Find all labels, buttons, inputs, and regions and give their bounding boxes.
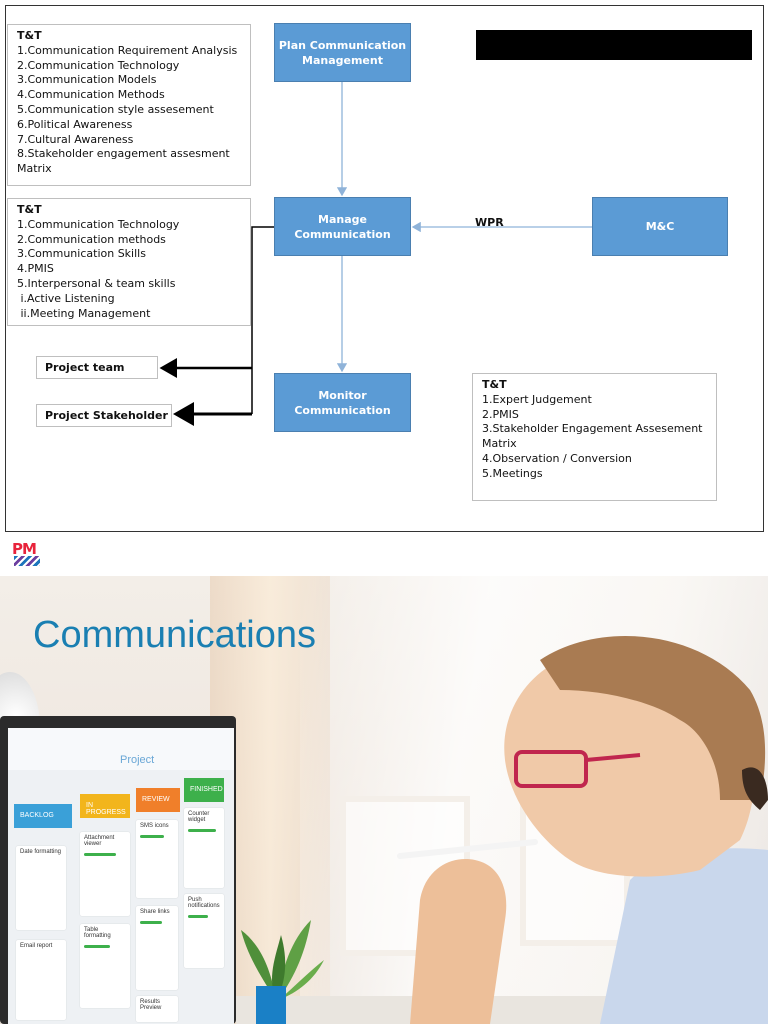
tt-monitor-item: 5.Meetings <box>482 466 543 480</box>
manage-communication-box: Manage Communication <box>274 197 411 256</box>
tt-plan-item: 1.Communication Requirement Analysis <box>17 43 238 57</box>
tt-monitor-item: 3.Stakeholder Engagement Assesement <box>482 422 703 436</box>
glasses-icon <box>514 750 588 788</box>
kanban-card: Push notifications <box>184 894 224 968</box>
tt-plan-item: 3.Communication Models <box>17 73 157 87</box>
pen-icon <box>397 839 538 859</box>
project-stakeholder-box: Project Stakeholder <box>36 404 172 427</box>
kanban-card: Results Preview <box>136 996 178 1022</box>
redaction-scribble <box>476 30 752 60</box>
tt-monitor-box: T&T 1.Expert Judgement 2.PMIS 3.Stakehol… <box>472 373 717 501</box>
mc-box: M&C <box>592 197 728 256</box>
kanban-column-backlog: BACKLOG <box>14 804 72 828</box>
monitor-communication-box: Monitor Communication <box>274 373 411 432</box>
kanban-card: Counter widget <box>184 808 224 888</box>
tt-plan-item: 6.Political Awareness <box>17 117 133 131</box>
kanban-card: Share links <box>136 906 178 990</box>
tt-plan-item: 8.Stakeholder engagement assesment <box>17 147 230 161</box>
tt-monitor-item: 2.PMIS <box>482 407 519 421</box>
kanban-screen: Project BACKLOG IN PROGRESS REVIEW FINIS… <box>8 728 234 1024</box>
tt-plan-item: Matrix <box>17 162 52 176</box>
project-team-box: Project team <box>36 356 158 379</box>
tt-manage-box: T&T 1.Communication Technology 2.Communi… <box>7 198 251 326</box>
tt-manage-item: 2.Communication methods <box>17 232 166 246</box>
tt-plan-item: 7.Cultural Awareness <box>17 132 134 146</box>
kanban-column-finished: FINISHED <box>184 778 224 802</box>
plan-communication-box: Plan Communication Management <box>274 23 411 82</box>
tt-manage-item: ii.Meeting Management <box>17 306 151 320</box>
kanban-column-in-progress: IN PROGRESS <box>80 794 130 818</box>
tt-plan-item: 4.Communication Methods <box>17 88 165 102</box>
connector-manage-outputs <box>251 226 274 414</box>
diagram-connectors <box>159 82 592 426</box>
tt-plan-box: T&T 1.Communication Requirement Analysis… <box>7 24 251 186</box>
kanban-card: Attachment viewer <box>80 832 130 916</box>
tt-manage-item: 4.PMIS <box>17 262 54 276</box>
pmi-logo: PM <box>12 540 42 568</box>
kanban-card: Table formatting <box>80 924 130 1008</box>
tt-plan-item: 5.Communication style assesement <box>17 102 214 116</box>
tt-plan-item: 2.Communication Technology <box>17 58 180 72</box>
kanban-title: Project <box>120 754 155 766</box>
tt-manage-item: 1.Communication Technology <box>17 217 180 231</box>
wpr-label: WPR <box>475 216 504 229</box>
tt-manage-item: 5.Interpersonal & team skills <box>17 276 176 290</box>
diagram-frame <box>5 5 764 532</box>
kanban-card: Date formatting <box>16 846 66 930</box>
plant-pot <box>256 986 286 1024</box>
tt-manage-item: i.Active Listening <box>17 291 115 305</box>
tt-manage-heading: T&T <box>17 203 42 216</box>
tt-monitor-item: 1.Expert Judgement <box>482 392 592 406</box>
kanban-column-review: REVIEW <box>136 788 180 812</box>
tt-monitor-item: Matrix <box>482 437 517 451</box>
slide-title: Communications <box>33 614 316 656</box>
tt-monitor-heading: T&T <box>482 378 507 391</box>
tt-manage-item: 3.Communication Skills <box>17 247 146 261</box>
tt-plan-heading: T&T <box>17 29 42 42</box>
tt-monitor-item: 4.Observation / Conversion <box>482 451 632 465</box>
diagram-slide: T&T 1.Communication Requirement Analysis… <box>5 5 764 568</box>
potted-plant <box>241 920 324 1000</box>
kanban-card: Email report <box>16 940 66 1020</box>
kanban-card: SMS icons <box>136 820 178 898</box>
